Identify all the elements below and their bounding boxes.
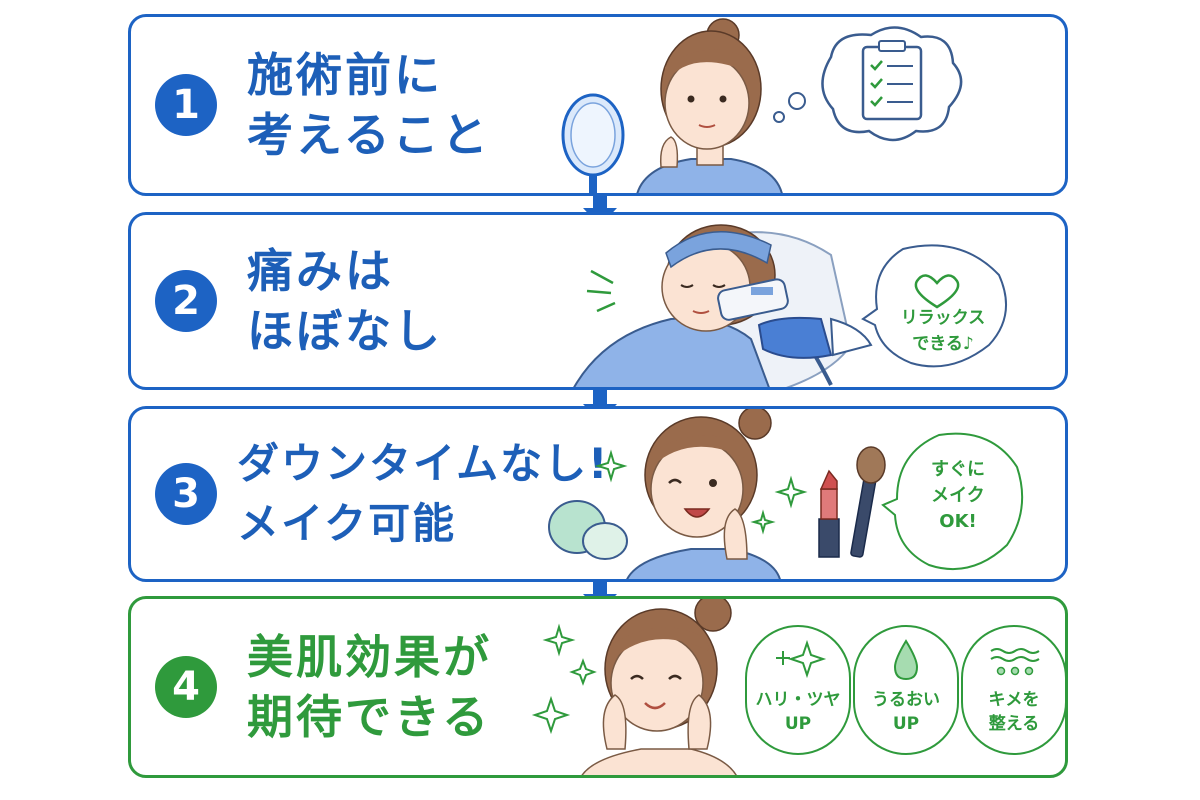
clipboard-checklist-icon bbox=[861, 40, 923, 121]
compact-mirror-icon bbox=[548, 500, 628, 560]
benefit-badge-moisture: うるおい UP bbox=[853, 625, 959, 755]
sparkle-icon bbox=[750, 509, 776, 535]
step-number-2: 2 bbox=[155, 270, 217, 332]
skin-texture-icon bbox=[990, 648, 1040, 676]
badge-3-line2: 整える bbox=[988, 714, 1040, 734]
lipstick-icon bbox=[818, 469, 840, 558]
bubble-2-line1: リラックス bbox=[900, 308, 986, 328]
step-1-illustration bbox=[561, 18, 963, 193]
sparkle-icon bbox=[776, 639, 827, 679]
step-title-3: ダウンタイムなし! メイク可能 bbox=[237, 434, 609, 554]
step-card-1: 1 施術前に 考えること bbox=[128, 14, 1068, 196]
badge-1-line2: UP bbox=[784, 714, 812, 734]
step-card-2: 2 痛みは ほぼなし リラックス できる♪ bbox=[128, 212, 1068, 390]
makeup-brush-icon bbox=[850, 446, 886, 558]
arrow-down-icon bbox=[583, 194, 617, 226]
woman-thinking bbox=[636, 18, 783, 193]
sparkle-icon bbox=[531, 695, 571, 735]
bubble-3-line1: すぐに bbox=[931, 459, 985, 480]
step-title-3-line2: メイク可能 bbox=[237, 499, 457, 548]
step-title-2-line2: ほぼなし bbox=[247, 304, 443, 358]
badge-3-line1: キメを bbox=[988, 690, 1040, 710]
heart-icon bbox=[914, 274, 960, 309]
step-title-1-line2: 考えること bbox=[247, 108, 491, 162]
benefit-badge-firmness: ハリ・ツヤ UP bbox=[745, 625, 851, 755]
woman-smiling bbox=[581, 599, 737, 775]
laser-device-icon bbox=[717, 278, 873, 386]
step-number-4: 4 bbox=[155, 656, 217, 718]
badge-1-line1: ハリ・ツヤ bbox=[755, 690, 841, 710]
step-title-2-line1: 痛みは bbox=[247, 244, 394, 298]
water-drop-icon bbox=[893, 639, 919, 681]
sparkle-icon bbox=[569, 658, 597, 686]
step-title-2: 痛みは ほぼなし bbox=[247, 241, 443, 361]
step-title-4-line2: 期待できる bbox=[247, 690, 492, 744]
woman-winking bbox=[626, 409, 781, 579]
step-title-1-line1: 施術前に bbox=[247, 48, 443, 102]
hand-mirror-icon bbox=[561, 93, 625, 193]
step-3-illustration bbox=[548, 409, 1024, 579]
step-card-4: 4 美肌効果が 期待できる ハリ・ツヤ UP うるおい bbox=[128, 596, 1068, 778]
step-title-1: 施術前に 考えること bbox=[247, 45, 491, 165]
badge-2-line2: UP bbox=[892, 714, 920, 734]
step-title-4-line1: 美肌効果が bbox=[247, 630, 492, 684]
step-number-3: 3 bbox=[155, 463, 217, 525]
bubble-2-line2: できる♪ bbox=[912, 334, 974, 354]
sparkle-icon bbox=[542, 623, 576, 657]
bubble-text-2: リラックス できる♪ bbox=[883, 305, 1003, 357]
benefit-badge-texture: キメを 整える bbox=[961, 625, 1065, 755]
bubble-3-line2: メイク bbox=[931, 485, 985, 506]
step-2-illustration bbox=[573, 224, 1007, 387]
step-title-4: 美肌効果が 期待できる bbox=[247, 627, 492, 747]
sparkle-icon bbox=[594, 449, 628, 483]
step-4-illustration bbox=[531, 599, 737, 775]
bubble-3-line3: OK! bbox=[939, 511, 977, 532]
bubble-text-3: すぐに メイク OK! bbox=[903, 457, 1013, 535]
badge-2-line1: うるおい bbox=[872, 690, 940, 710]
step-number-1: 1 bbox=[155, 74, 217, 136]
step-title-3-line1: ダウンタイムなし! bbox=[237, 439, 610, 488]
sparkle-icon bbox=[774, 475, 808, 509]
step-card-3: 3 ダウンタイムなし! メイク可能 bbox=[128, 406, 1068, 582]
